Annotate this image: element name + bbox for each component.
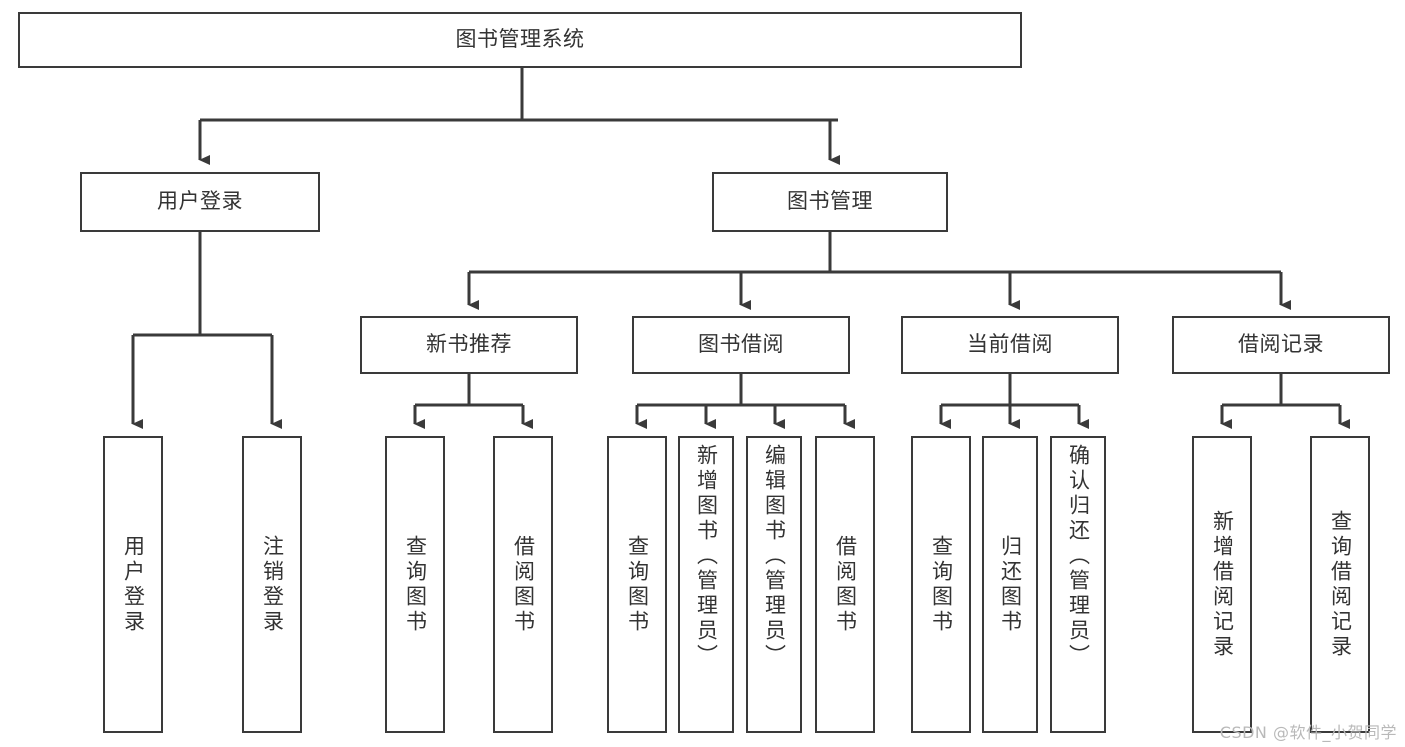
leaf-new-book-2[interactable]: 借阅图书 [493, 436, 553, 733]
leaf-current-borrow-1-label: 查询图书 [929, 534, 954, 635]
leaf-book-borrow-4[interactable]: 借阅图书 [815, 436, 875, 733]
node-borrow-record[interactable]: 借阅记录 [1172, 316, 1390, 374]
node-book-borrow-label: 图书借阅 [698, 332, 784, 357]
leaf-user-login-2[interactable]: 注销登录 [242, 436, 302, 733]
leaf-current-borrow-2-label: 归还图书 [998, 534, 1023, 635]
leaf-book-borrow-3-label: 编辑图书（管理员） [762, 444, 787, 669]
leaf-new-book-1-label: 查询图书 [403, 534, 428, 635]
leaf-book-borrow-2[interactable]: 新增图书（管理员） [678, 436, 734, 733]
leaf-borrow-record-1[interactable]: 新增借阅记录 [1192, 436, 1252, 733]
leaf-current-borrow-3-label: 确认归还（管理员） [1066, 444, 1091, 669]
node-new-book-recommend-label: 新书推荐 [426, 332, 512, 357]
leaf-book-borrow-2-label: 新增图书（管理员） [694, 444, 719, 669]
csdn-watermark: CSDN @软件_小贺同学 [1219, 723, 1397, 742]
node-user-login[interactable]: 用户登录 [80, 172, 320, 232]
node-book-management[interactable]: 图书管理 [712, 172, 948, 232]
node-book-borrow[interactable]: 图书借阅 [632, 316, 850, 374]
node-borrow-record-label: 借阅记录 [1238, 332, 1324, 357]
leaf-new-book-1[interactable]: 查询图书 [385, 436, 445, 733]
leaf-borrow-record-1-label: 新增借阅记录 [1210, 509, 1235, 660]
node-book-management-label: 图书管理 [787, 189, 873, 214]
leaf-current-borrow-2[interactable]: 归还图书 [982, 436, 1038, 733]
leaf-book-borrow-1[interactable]: 查询图书 [607, 436, 667, 733]
leaf-user-login-1[interactable]: 用户登录 [103, 436, 163, 733]
leaf-current-borrow-1[interactable]: 查询图书 [911, 436, 971, 733]
node-root[interactable]: 图书管理系统 [18, 12, 1022, 68]
leaf-new-book-2-label: 借阅图书 [511, 534, 536, 635]
node-root-label: 图书管理系统 [455, 27, 585, 52]
connectors [131, 68, 1350, 429]
leaf-borrow-record-2[interactable]: 查询借阅记录 [1310, 436, 1370, 733]
leaf-borrow-record-2-label: 查询借阅记录 [1328, 509, 1353, 660]
leaf-user-login-1-label: 用户登录 [121, 534, 146, 635]
leaf-book-borrow-4-label: 借阅图书 [833, 534, 858, 635]
leaf-book-borrow-3[interactable]: 编辑图书（管理员） [746, 436, 802, 733]
leaf-user-login-2-label: 注销登录 [260, 534, 285, 635]
node-current-borrow[interactable]: 当前借阅 [901, 316, 1119, 374]
node-user-login-label: 用户登录 [157, 189, 243, 214]
leaf-current-borrow-3[interactable]: 确认归还（管理员） [1050, 436, 1106, 733]
node-current-borrow-label: 当前借阅 [967, 332, 1053, 357]
node-new-book-recommend[interactable]: 新书推荐 [360, 316, 578, 374]
leaf-book-borrow-1-label: 查询图书 [625, 534, 650, 635]
